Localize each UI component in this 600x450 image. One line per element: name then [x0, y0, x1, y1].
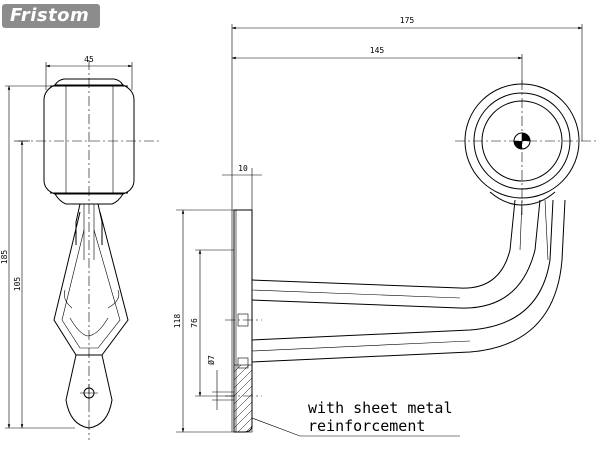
- dim-hole-spacing: 76: [190, 249, 234, 397]
- dim-overall-length: 175: [231, 16, 583, 210]
- side-view: [225, 80, 598, 433]
- dim-lower-height-label: 105: [13, 277, 22, 292]
- dim-arm-length-label: 145: [370, 46, 385, 55]
- dim-hole-spacing-label: 76: [190, 318, 199, 328]
- brand-logo: Fristom: [2, 4, 100, 28]
- note-line-1: with sheet metal: [308, 399, 453, 417]
- front-view: [18, 60, 160, 440]
- dim-hole-diameter-label: Ø7: [206, 355, 216, 365]
- dim-overall-length-label: 175: [400, 16, 415, 25]
- dim-base-thickness: 10: [222, 164, 262, 210]
- dim-head-width-label: 45: [84, 55, 94, 64]
- dim-base-height: 118: [173, 209, 234, 433]
- dim-base-height-label: 118: [173, 314, 182, 329]
- dim-hole-diameter: Ø7: [206, 355, 234, 410]
- dim-lower-height: 105: [13, 140, 30, 429]
- dim-arm-length: 145: [231, 46, 523, 84]
- note-line-2: reinforcement: [308, 417, 425, 435]
- reinforcement-note: with sheet metal reinforcement: [251, 399, 460, 437]
- dim-head-width: 45: [45, 55, 133, 90]
- dim-total-height-label: 185: [0, 250, 9, 265]
- dim-total-height: 185: [0, 85, 75, 429]
- brand-logo-text: Fristom: [10, 5, 90, 26]
- dim-base-thickness-label: 10: [238, 164, 248, 173]
